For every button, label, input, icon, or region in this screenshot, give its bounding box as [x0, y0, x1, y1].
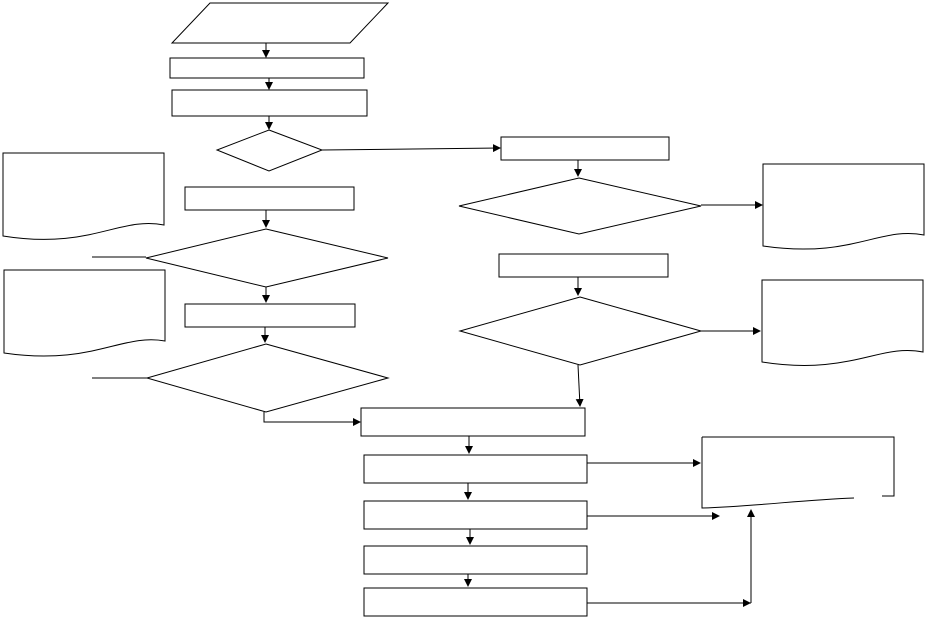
process-2-node: [171, 89, 368, 117]
process-6-node: [498, 253, 669, 278]
document-2-node: [3, 269, 166, 357]
process-11-node: [363, 587, 588, 617]
arrow-decision3-to-process7: [263, 412, 361, 426]
decision-3-node: [145, 343, 390, 413]
process-4-node: [184, 303, 356, 328]
process-7-node: [360, 407, 586, 437]
decision-2-node: [145, 228, 389, 288]
process-10-node: [363, 545, 588, 575]
process-5-node: [500, 136, 670, 161]
decision-4-node: [458, 177, 702, 235]
process-8-node: [363, 454, 588, 484]
document-3-node: [762, 163, 925, 250]
process-9-node: [363, 500, 588, 530]
process-3-node: [184, 186, 355, 211]
input-1-node: [170, 2, 390, 44]
arrow-decision1-to-process5: [321, 144, 501, 153]
document-1-node: [2, 152, 165, 240]
arrow-decision5-to-process7: [575, 364, 584, 407]
document-5-node: [701, 436, 895, 509]
document-4-node: [761, 279, 924, 366]
process-1-node: [169, 57, 365, 79]
decision-1-node: [215, 129, 324, 172]
decision-5-node: [458, 296, 703, 366]
